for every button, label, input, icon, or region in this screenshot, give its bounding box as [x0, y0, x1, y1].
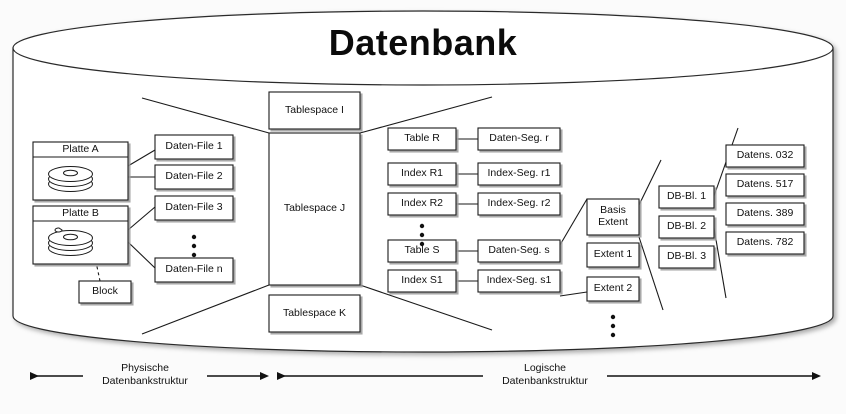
extent-box-1 — [586, 198, 640, 236]
datafile-ellipsis-dot — [191, 234, 197, 240]
datafile-box-4 — [154, 257, 234, 283]
record-box-2 — [725, 173, 805, 197]
record-box-3 — [725, 202, 805, 226]
diagram-boxes — [32, 91, 805, 338]
extent-ellipsis-dot — [610, 332, 616, 338]
block-marker-icon — [54, 227, 63, 233]
db-object-box-1 — [387, 127, 457, 151]
segment-box-2 — [477, 162, 561, 186]
record-box-1 — [725, 144, 805, 168]
block-box — [78, 280, 132, 304]
db-object-box-3 — [387, 192, 457, 216]
extent-ellipsis-dot — [610, 314, 616, 320]
datafile-box-1 — [154, 134, 234, 160]
db-block-box-2 — [658, 215, 715, 239]
tablespace-box-2 — [268, 132, 361, 286]
axis-label-2: Logische Datenbankstruktur — [502, 362, 588, 388]
db-object-box-2 — [387, 162, 457, 186]
extent-ellipsis-dot — [610, 323, 616, 329]
platter-icon-1 — [48, 166, 93, 192]
extent-box-2 — [586, 242, 640, 268]
datafile-box-3 — [154, 195, 234, 221]
segment-box-4 — [477, 239, 561, 263]
segment-box-3 — [477, 192, 561, 216]
tablespace-box-1 — [268, 91, 361, 130]
tablespace-box-3 — [268, 294, 361, 333]
datafile-box-2 — [154, 164, 234, 190]
db-object-box-4 — [387, 239, 457, 263]
page-title: Datenbank — [328, 22, 518, 63]
db-object-ellipsis-dot — [419, 232, 425, 238]
platter-icon-2 — [48, 230, 93, 256]
db-object-box-5 — [387, 269, 457, 293]
db-object-ellipsis-dot — [419, 241, 425, 247]
segment-box-1 — [477, 127, 561, 151]
axis-label-1: Physische Datenbankstruktur — [102, 362, 188, 388]
datafile-ellipsis-dot — [191, 252, 197, 258]
datafile-ellipsis-dot — [191, 243, 197, 249]
segment-box-5 — [477, 269, 561, 293]
extent-box-3 — [586, 276, 640, 302]
record-box-4 — [725, 231, 805, 255]
db-block-box-1 — [658, 185, 715, 209]
db-object-ellipsis-dot — [419, 223, 425, 229]
db-block-box-3 — [658, 245, 715, 269]
